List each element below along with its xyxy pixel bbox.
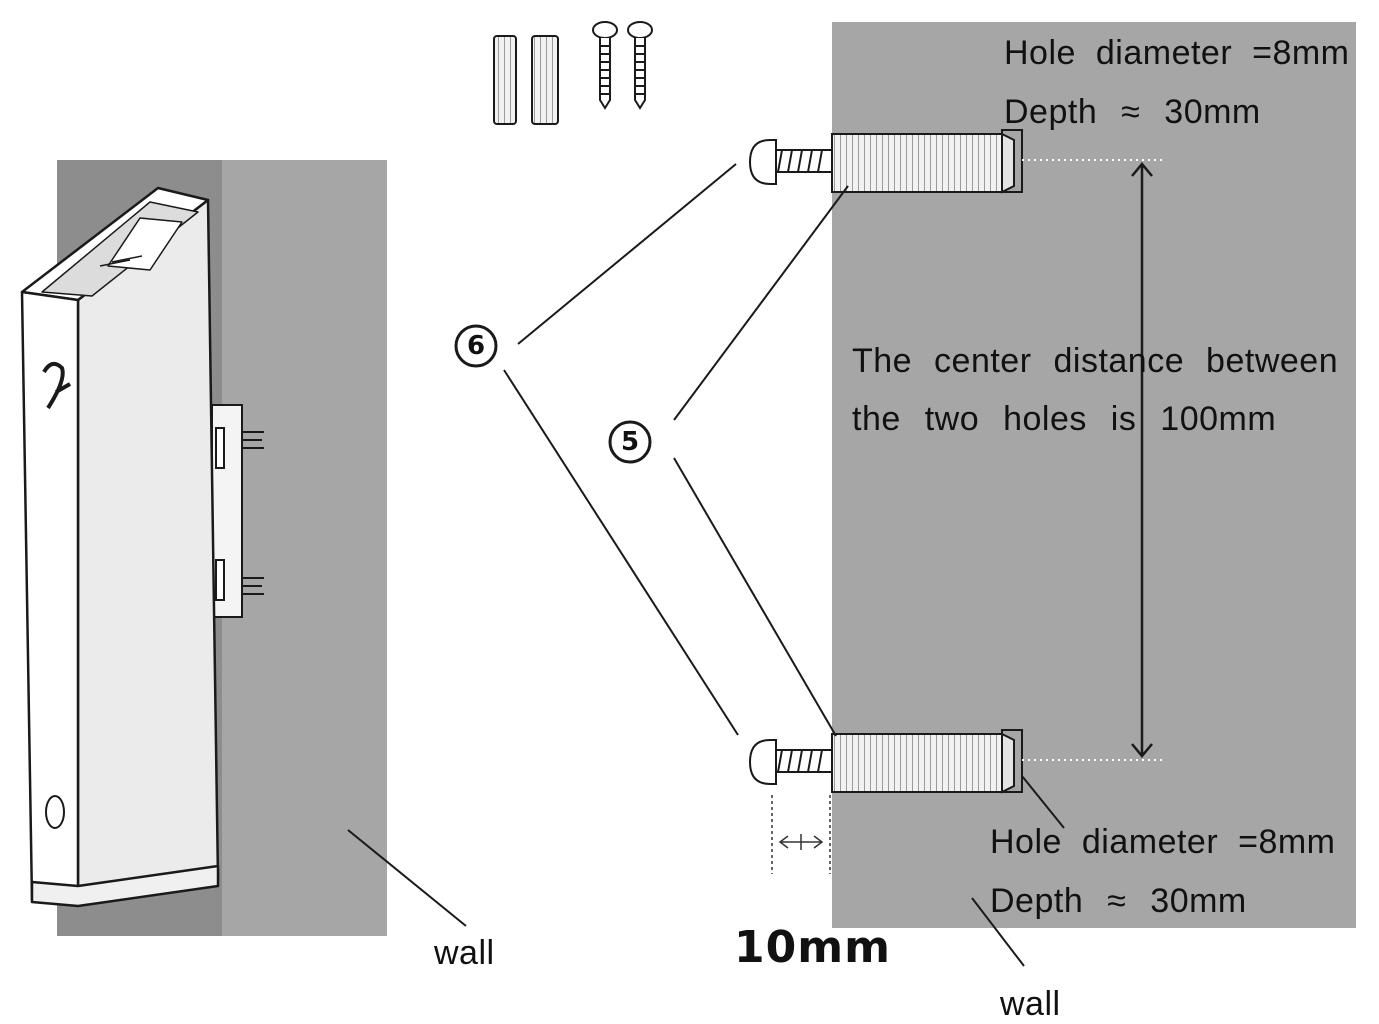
part-number-5-circle [608, 420, 652, 464]
center-distance-line2: the two holes is 100mm [852, 400, 1277, 438]
right-wall-label: wall [1000, 985, 1061, 1023]
top-screw [748, 139, 832, 185]
bottom-depth-label: Depth ≈ 30mm [990, 882, 1247, 920]
logo-icon [42, 361, 71, 410]
part-number-6-circle [454, 324, 498, 368]
distance-arrow [1131, 162, 1153, 758]
left-wall-leader [347, 829, 467, 927]
left-mounting-bracket [211, 404, 264, 618]
bottom-anchor [831, 729, 1023, 794]
protrusion-label: 10mm [734, 922, 891, 973]
part-number-5: 5 [620, 427, 640, 457]
key-icon [45, 795, 65, 829]
bottom-screw [748, 739, 832, 785]
part-number-6: 6 [466, 331, 486, 361]
top-depth-label: Depth ≈ 30mm [1004, 93, 1261, 131]
top-anchor [831, 129, 1023, 194]
callout-leaders [503, 163, 1065, 967]
bottom-hole-diameter-label: Hole diameter =8mm [990, 823, 1336, 861]
parts-anchors [493, 35, 559, 125]
left-wall-label: wall [434, 934, 495, 972]
center-distance-line1: The center distance between [852, 342, 1339, 380]
protrusion-dimension [771, 795, 831, 874]
top-hole-diameter-label: Hole diameter =8mm [1004, 34, 1350, 72]
parts-screws [592, 21, 653, 110]
access-device [20, 186, 220, 908]
